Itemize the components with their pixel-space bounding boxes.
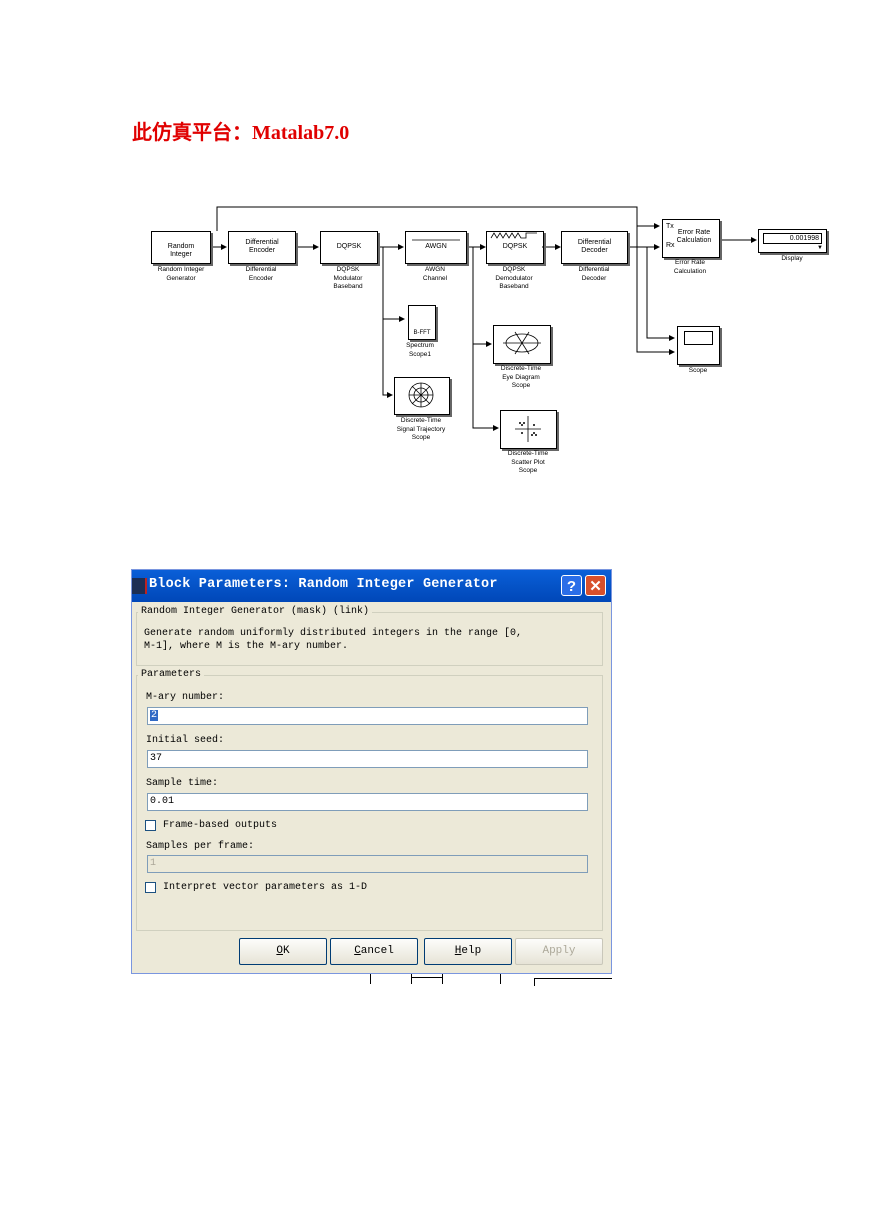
apply-button: Apply: [515, 938, 603, 965]
parameters-group: [136, 675, 603, 931]
mask-legend: Random Integer Generator (mask) (link): [138, 606, 373, 617]
initial-seed-input[interactable]: 37: [147, 750, 588, 768]
error-rate-calculation-caption: Error Rate Calculation: [673, 259, 707, 275]
ok-button[interactable]: OK: [239, 938, 327, 965]
scatter-plot-scope-block[interactable]: [500, 410, 557, 449]
initial-seed-label: Initial seed:: [146, 735, 225, 746]
awgn-channel-block[interactable]: AWGN: [405, 231, 467, 264]
scatter-plot-scope-caption: Discrete-Time Scatter Plot Scope: [507, 450, 549, 474]
random-integer-generator-caption: Random Integer Generator: [157, 266, 205, 282]
signal-trajectory-scope-block[interactable]: [394, 377, 450, 415]
dialog-title: Block Parameters: Random Integer Generat…: [149, 577, 498, 592]
differential-decoder-block[interactable]: Differential Decoder: [561, 231, 628, 264]
sample-time-input[interactable]: 0.01: [147, 793, 588, 811]
close-icon[interactable]: ✕: [585, 575, 606, 596]
dqpsk-demodulator-block[interactable]: DQPSK: [486, 231, 544, 264]
m-ary-number-label: M-ary number:: [146, 692, 225, 703]
scope-caption: Scope: [688, 367, 708, 374]
eye-diagram-scope-block[interactable]: [493, 325, 551, 364]
display-block[interactable]: 0.001998 ▼: [758, 229, 827, 253]
scope-block[interactable]: [677, 326, 720, 365]
frame-based-outputs-checkbox[interactable]: [145, 820, 156, 831]
interpret-vector-label: Interpret vector parameters as 1-D: [163, 882, 368, 893]
error-rate-calculation-block[interactable]: Tx Rx Error Rate Calculation: [662, 219, 720, 258]
parameters-legend: Parameters: [138, 669, 205, 680]
help-button[interactable]: Help: [424, 938, 512, 965]
signal-trajectory-scope-caption: Discrete-Time Signal Trajectory Scope: [396, 417, 446, 441]
dqpsk-modulator-caption: DQPSK Modulator Baseband: [333, 266, 363, 290]
differential-decoder-caption: Differential Decoder: [578, 266, 610, 282]
cancel-button[interactable]: Cancel: [330, 938, 418, 965]
display-value: 0.001998: [763, 233, 822, 244]
spectrum-scope-block[interactable]: B-FFT: [408, 305, 436, 340]
display-dropdown-icon: ▼: [817, 245, 823, 251]
interpret-vector-checkbox[interactable]: [145, 882, 156, 893]
dqpsk-modulator-block[interactable]: DQPSK: [320, 231, 378, 264]
mask-description: Generate random uniformly distributed in…: [144, 628, 523, 652]
samples-per-frame-input: 1: [147, 855, 588, 873]
page-heading: 此仿真平台：Matalab7.0: [132, 122, 350, 144]
spectrum-scope-caption: Spectrum Scope1: [406, 342, 434, 358]
m-ary-number-input[interactable]: 2: [147, 707, 588, 725]
simulink-model-diagram: Random Integer Random Integer Generator …: [0, 0, 869, 500]
m-ary-number-value: 2: [150, 710, 159, 721]
sample-time-label: Sample time:: [146, 778, 219, 789]
scope-screen: [684, 331, 713, 345]
matlab-app-icon: [132, 578, 147, 594]
differential-encoder-block[interactable]: Differential Encoder: [228, 231, 296, 264]
help-icon[interactable]: ?: [561, 575, 582, 596]
dqpsk-demodulator-caption: DQPSK Demodulator Baseband: [495, 266, 533, 290]
display-caption: Display: [781, 255, 803, 262]
samples-per-frame-label: Samples per frame:: [146, 841, 255, 852]
random-integer-generator-block[interactable]: Random Integer: [151, 231, 211, 264]
frame-based-outputs-label: Frame-based outputs: [163, 820, 278, 831]
differential-encoder-caption: Differential Encoder: [245, 266, 277, 282]
dialog-title-bar[interactable]: Block Parameters: Random Integer Generat…: [132, 570, 611, 602]
awgn-channel-caption: AWGN Channel: [422, 266, 448, 282]
eye-diagram-scope-caption: Discrete-Time Eye Diagram Scope: [500, 365, 542, 389]
block-parameters-dialog: Block Parameters: Random Integer Generat…: [131, 569, 612, 974]
